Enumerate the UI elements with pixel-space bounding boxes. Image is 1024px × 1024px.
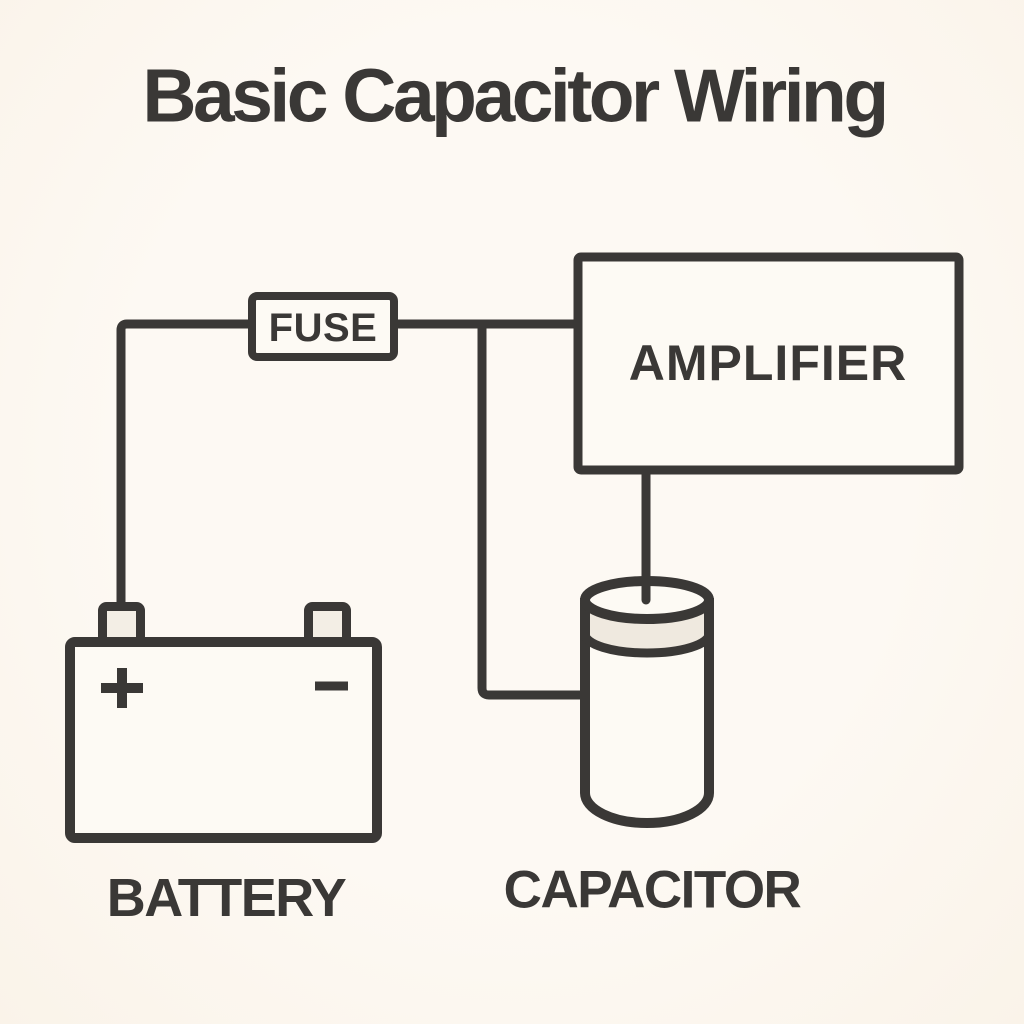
capacitor-label: CAPACITOR xyxy=(503,860,802,920)
wire-battery-to-fuse xyxy=(116,319,248,612)
capacitor-collar-arc xyxy=(580,633,714,658)
capacitor-body-fill xyxy=(585,600,709,823)
fuse-label: FUSE xyxy=(268,306,378,350)
amplifier-box xyxy=(573,252,964,475)
wire-junction-to-capacitor xyxy=(477,324,588,700)
fuse-box xyxy=(248,292,398,361)
battery-plus-icon xyxy=(101,668,143,708)
capacitor-body-outline xyxy=(580,598,714,828)
capacitor-collar-band xyxy=(585,600,709,653)
battery-body xyxy=(65,637,382,843)
diagram-title: Basic Capacitor Wiring xyxy=(142,53,889,138)
battery-label: BATTERY xyxy=(106,868,347,928)
amplifier-label: AMPLIFIER xyxy=(628,335,908,391)
